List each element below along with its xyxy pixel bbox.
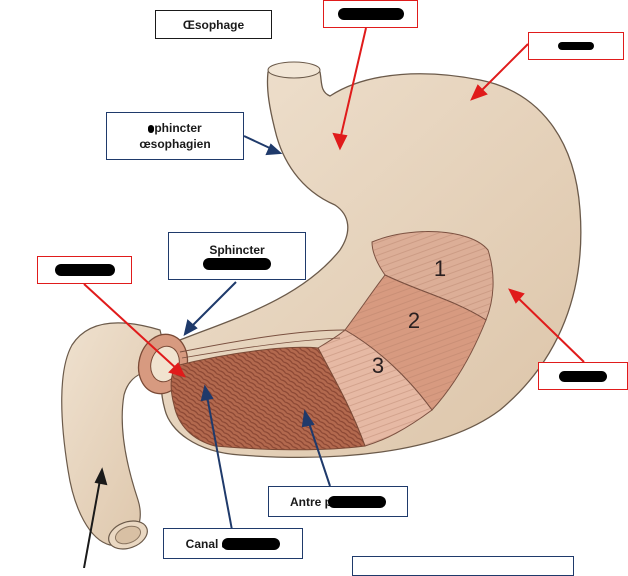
- label-empty-bottom: [352, 556, 574, 576]
- layer-number-2: 2: [408, 308, 420, 333]
- redaction: [328, 495, 386, 508]
- oesophagus-opening: [267, 61, 321, 79]
- duodenum: [61, 322, 171, 546]
- label-red-top: [323, 0, 418, 28]
- redaction: [148, 124, 155, 133]
- layer-number-3: 3: [372, 353, 384, 378]
- black-leader: [83, 467, 108, 568]
- label-red-pylore: [37, 256, 132, 284]
- mucosa: [170, 346, 366, 451]
- label-red-fundus: [528, 32, 624, 60]
- redaction: [337, 8, 404, 20]
- redaction: [54, 264, 115, 276]
- label-oesophage: Œsophage: [155, 10, 272, 39]
- label-sphincter-pylorique: Sphincter: [168, 232, 306, 280]
- navy-leaders: [183, 135, 331, 531]
- label-canal: Canal a: [163, 528, 303, 559]
- layer-number-1: 1: [434, 256, 446, 281]
- label-sphincter-oesophagien: phincter œsophagien: [106, 112, 244, 160]
- label-red-curvature: [538, 362, 628, 390]
- red-leaders: [83, 27, 585, 378]
- redaction: [559, 370, 607, 382]
- sphincter-oeso-line1: phincter: [148, 120, 202, 136]
- redaction: [558, 42, 594, 50]
- redaction: [222, 537, 281, 550]
- redaction: [203, 258, 271, 270]
- sphincter-oeso-line2: œsophagien: [139, 137, 211, 151]
- label-antre: Antre p: [268, 486, 408, 517]
- sphincter-pylore-line1: Sphincter: [209, 243, 265, 257]
